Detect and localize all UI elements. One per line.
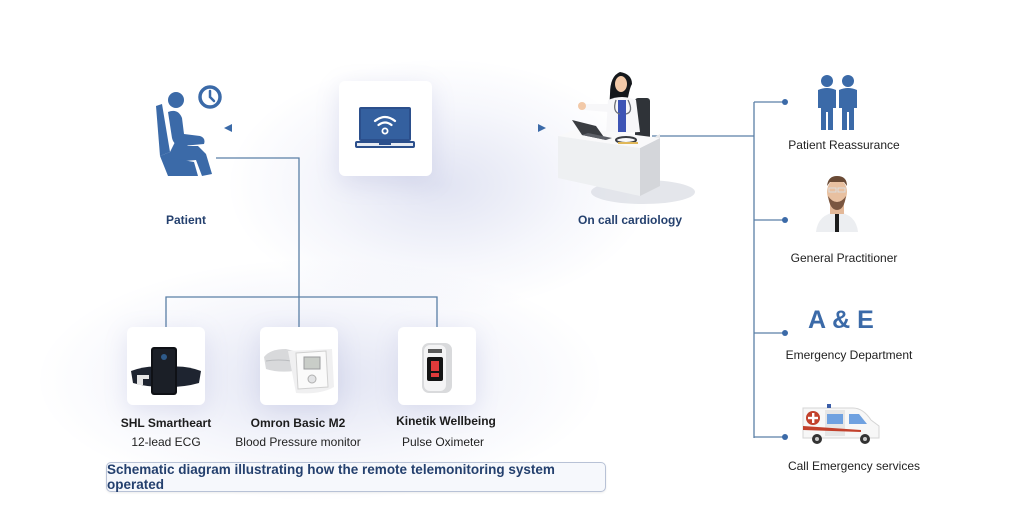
outcome-node: [782, 330, 788, 336]
outcome-label: Call Emergency services: [787, 459, 921, 473]
ambulance-icon: [802, 404, 880, 444]
outcome-node: [782, 217, 788, 223]
device-card-ecg: [127, 327, 205, 405]
outcome-label: General Practitioner: [790, 251, 898, 265]
blood-pressure-monitor-icon: [264, 349, 334, 394]
patient-device-connector: [216, 157, 300, 297]
device-description: 12-lead ECG: [131, 435, 201, 449]
pulse-oximeter-icon: [422, 343, 452, 393]
device-description: Blood Pressure monitor: [235, 435, 361, 449]
two-people-icon: [818, 75, 857, 130]
patient-in-chair-icon: [156, 85, 222, 176]
transmitter-card: [339, 81, 432, 176]
laptop-wifi-icon: [355, 107, 415, 148]
device-card-oximeter: [398, 327, 476, 405]
arrow-head-left: [224, 124, 232, 132]
arrow-head-right: [538, 124, 546, 132]
outcome-node: [782, 99, 788, 105]
device-card-bp: [260, 327, 338, 405]
cardiologist-at-desk-icon: [558, 72, 695, 204]
device-branch: [165, 296, 438, 330]
device-name: SHL Smartheart: [120, 416, 212, 430]
outcome-label: Patient Reassurance: [788, 138, 900, 152]
outcome-node: [782, 434, 788, 440]
patient-label: Patient: [166, 213, 207, 227]
doctor-icon: [816, 176, 858, 232]
cardiology-label: On call cardiology: [578, 213, 683, 227]
diagram-caption: Schematic diagram illustrating how the r…: [106, 462, 606, 492]
ae-icon-text: A & E: [808, 306, 874, 334]
outcome-label: Emergency Department: [785, 348, 913, 362]
ecg-device-icon: [131, 347, 201, 395]
device-name: Omron Basic M2: [250, 416, 346, 430]
device-name: Kinetik Wellbeing: [396, 414, 496, 428]
device-description: Pulse Oximeter: [401, 435, 485, 449]
